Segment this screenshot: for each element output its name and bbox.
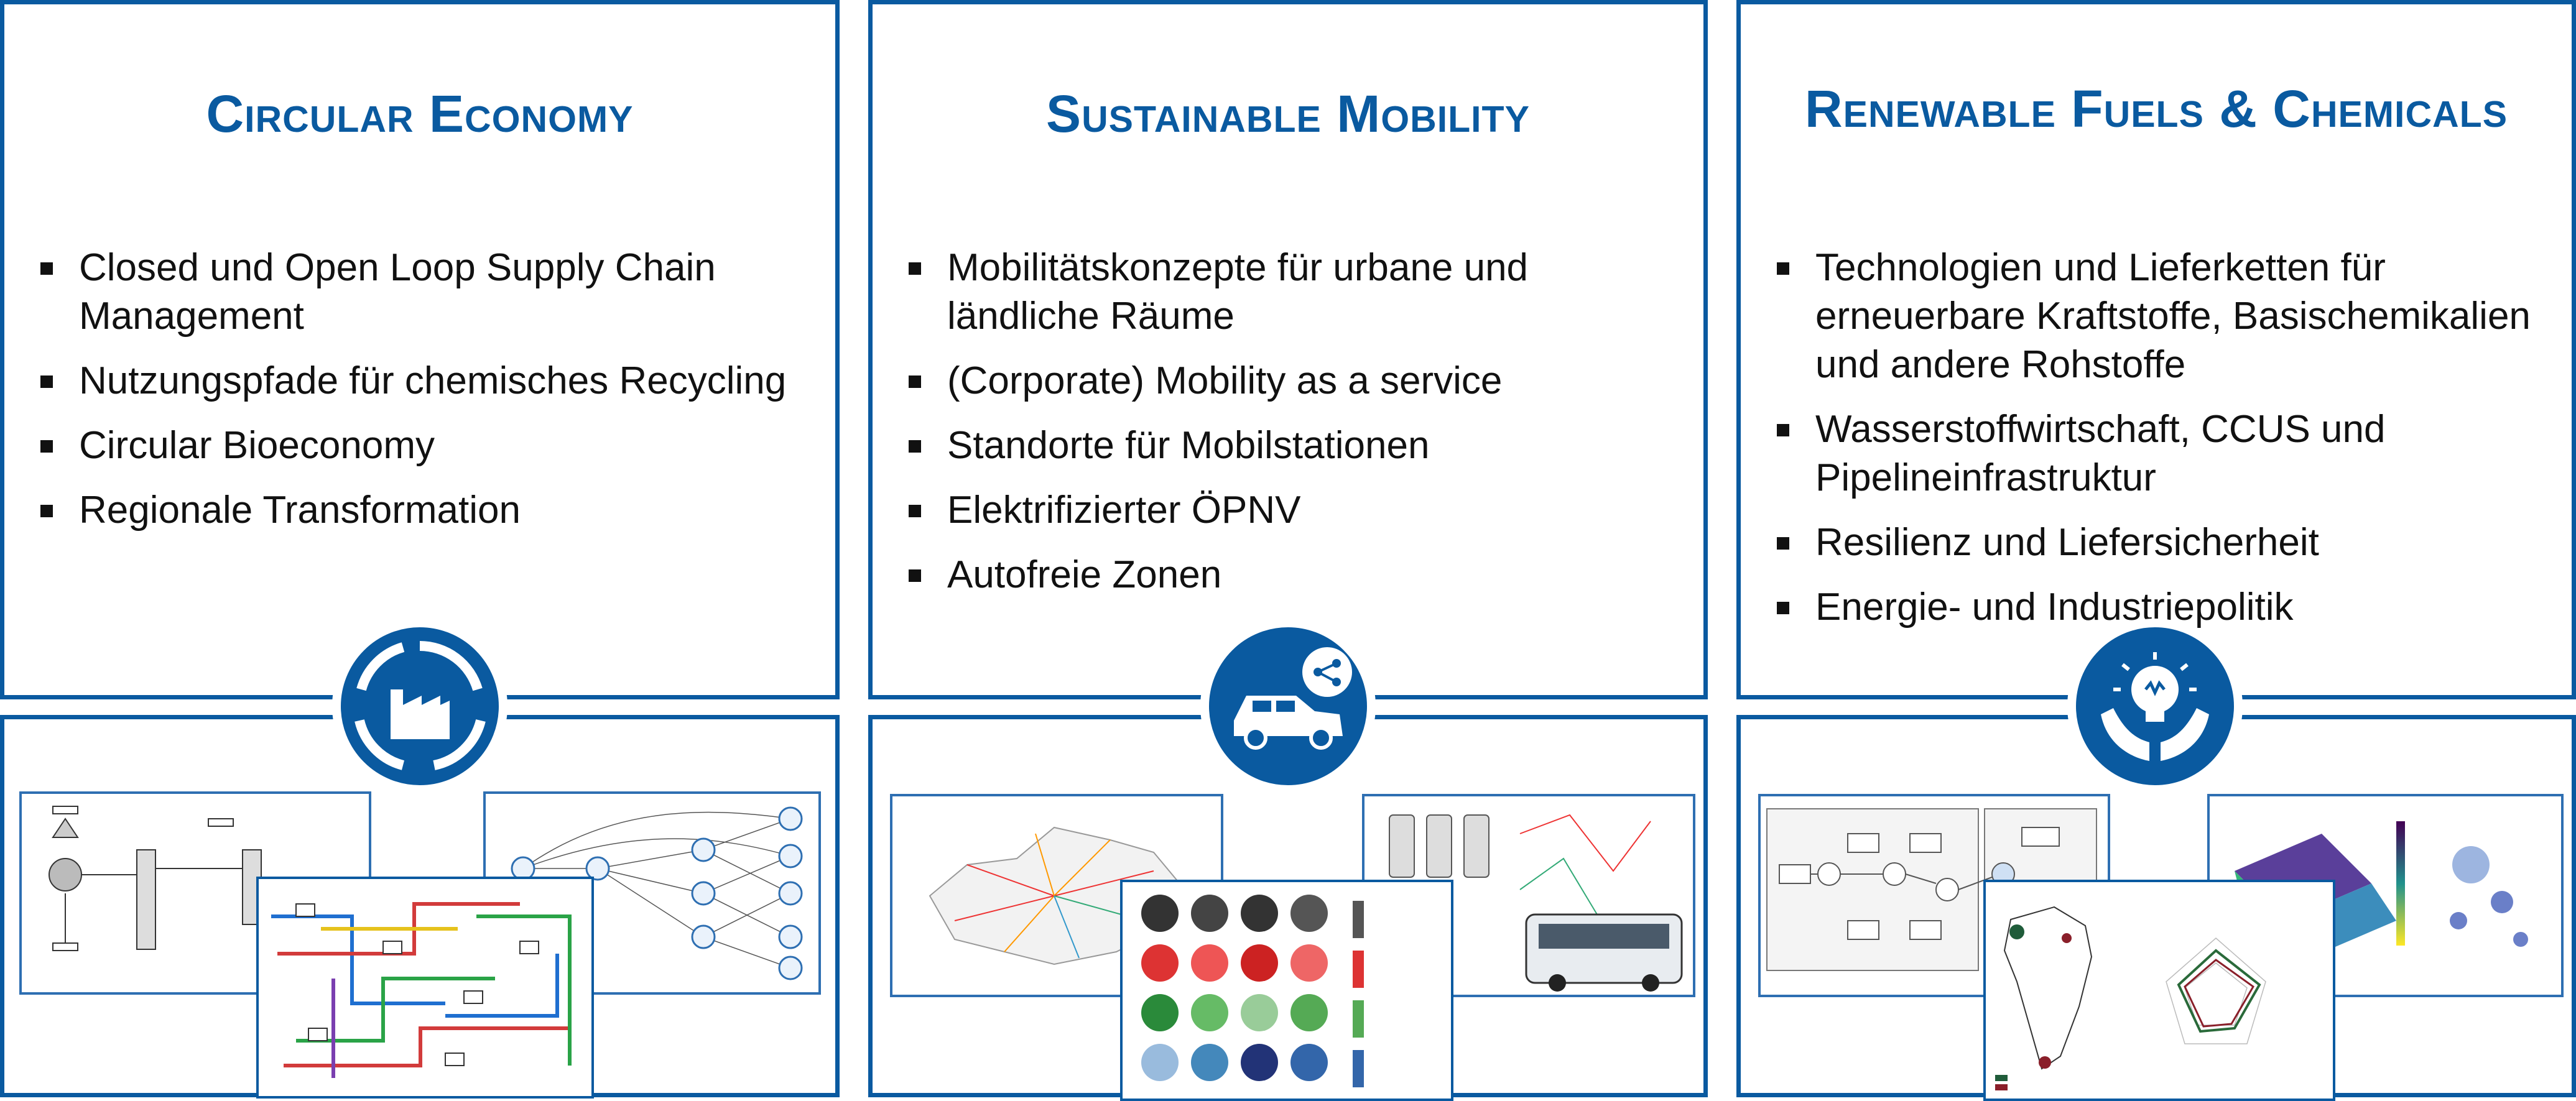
list-item: Wasserstoffwirtschaft, CCUS und Pipeline… bbox=[1777, 405, 2554, 502]
risk-radar-map-image bbox=[1983, 880, 2335, 1101]
list-item: Nutzungspfade für chemisches Recycling bbox=[40, 357, 805, 405]
list-item: Regionale Transformation bbox=[40, 486, 805, 535]
circular-economy-text-box: Circular Economy Closed und Open Loop Su… bbox=[0, 0, 840, 699]
heatmap-grid-image bbox=[1120, 880, 1453, 1101]
sustainable-mobility-text-box: Sustainable Mobility Mobilitätskonzepte … bbox=[868, 0, 1708, 699]
sustainable-mobility-bullets: Mobilitätskonzepte für urbane und ländli… bbox=[909, 244, 1674, 615]
car-share-icon bbox=[1200, 619, 1376, 794]
list-item: Closed und Open Loop Supply Chain Manage… bbox=[40, 244, 805, 341]
list-item: Energie- und Industriepolitik bbox=[1777, 583, 2554, 632]
renewable-fuels-title: Renewable Fuels & Chemicals bbox=[1804, 80, 2508, 138]
list-item: Circular Bioeconomy bbox=[40, 422, 805, 470]
list-item: Mobilitätskonzepte für urbane und ländli… bbox=[909, 244, 1674, 341]
list-item: Resilienz und Liefersicherheit bbox=[1777, 518, 2554, 567]
circular-economy-title: Circular Economy bbox=[206, 85, 634, 143]
list-item: (Corporate) Mobility as a service bbox=[909, 357, 1674, 405]
list-item: Autofreie Zonen bbox=[909, 551, 1674, 599]
renewable-fuels-text-box: Renewable Fuels & Chemicals Technologien… bbox=[1736, 0, 2576, 699]
list-item: Standorte für Mobilstationen bbox=[909, 422, 1674, 470]
lightbulb-hands-icon bbox=[2067, 619, 2243, 794]
colored-flowsheet-image bbox=[256, 877, 594, 1099]
list-item: Elektrifizierter ÖPNV bbox=[909, 486, 1674, 535]
circular-economy-bullets: Closed und Open Loop Supply Chain Manage… bbox=[40, 244, 805, 551]
factory-cycle-icon bbox=[332, 619, 507, 794]
sustainable-mobility-title: Sustainable Mobility bbox=[1046, 85, 1530, 143]
renewable-fuels-image-box bbox=[1736, 715, 2576, 1101]
list-item: Technologien und Lieferketten für erneue… bbox=[1777, 244, 2554, 389]
renewable-fuels-bullets: Technologien und Lieferketten für erneue… bbox=[1777, 244, 2554, 648]
